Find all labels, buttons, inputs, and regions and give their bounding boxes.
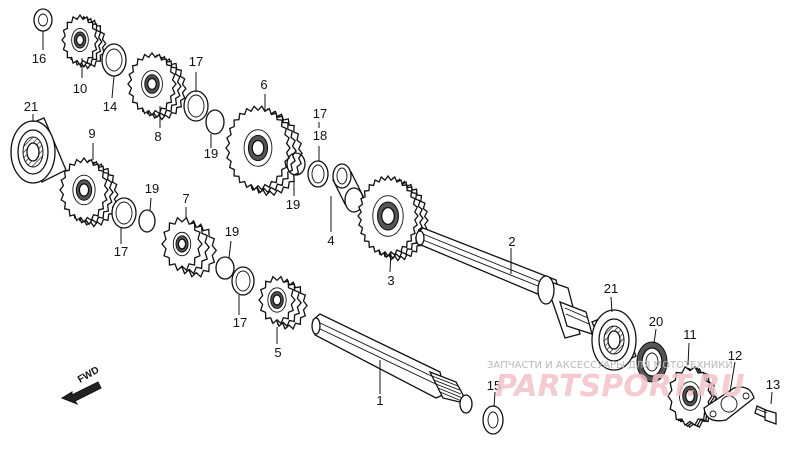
callout-14: 14 [103, 99, 117, 114]
part-19-snap-ring-left[interactable] [138, 209, 156, 233]
callout-17b: 17 [313, 106, 327, 121]
watermark: ЗАПЧАСТИ И АКСЕССУАРЫ ДЛЯ МОТОТЕХНИКИ PA… [487, 360, 745, 404]
callout-21b: 21 [604, 281, 618, 296]
callout-6: 6 [260, 77, 267, 92]
leader-lines [32, 31, 773, 408]
callout-20: 20 [649, 314, 663, 329]
callout-5: 5 [274, 345, 281, 360]
part-2-shaft[interactable] [415, 227, 593, 339]
callout-16: 16 [32, 51, 46, 66]
callout-19a: 19 [204, 146, 218, 161]
callout-10: 10 [73, 81, 87, 96]
callout-17c: 17 [114, 244, 128, 259]
part-8-gear[interactable] [127, 51, 187, 121]
part-10-gear[interactable] [61, 13, 107, 70]
part-19-snap-ring-top[interactable] [205, 109, 225, 135]
part-5-gear[interactable] [258, 275, 308, 331]
part-11-sprocket[interactable] [667, 365, 718, 429]
watermark-logo: PARTSPORT.RU [495, 369, 745, 404]
callout-21a: 21 [24, 99, 38, 114]
part-17-18-washer[interactable] [307, 160, 329, 188]
part-4-bushing[interactable] [332, 163, 364, 213]
part-17-washer-low[interactable] [231, 266, 255, 296]
part-1-shaft[interactable] [311, 313, 473, 414]
part-21-bearing-left[interactable] [10, 117, 67, 184]
callout-17d: 17 [233, 315, 247, 330]
part-16-washer[interactable] [33, 8, 53, 32]
watermark-caption: ЗАПЧАСТИ И АКСЕССУАРЫ ДЛЯ МОТОТЕХНИКИ [487, 360, 733, 371]
callout-18: 18 [313, 128, 327, 143]
part-15-washer[interactable] [482, 405, 504, 435]
part-7-gear[interactable] [161, 216, 218, 278]
callout-19d: 19 [225, 224, 239, 239]
callout-13: 13 [766, 377, 780, 392]
callout-9: 9 [88, 126, 95, 141]
callout-7: 7 [182, 191, 189, 206]
callout-8: 8 [154, 129, 161, 144]
callout-11: 11 [683, 327, 697, 342]
part-20-seal[interactable] [636, 341, 668, 383]
part-3-gear[interactable] [357, 174, 429, 262]
callout-19b: 19 [286, 197, 300, 212]
callout-12: 12 [728, 348, 742, 363]
part-19-snap-ring-mid[interactable] [286, 152, 306, 176]
callout-17a: 17 [189, 54, 203, 69]
part-9-gear[interactable] [59, 156, 119, 228]
callout-2: 2 [508, 234, 515, 249]
part-14-washer[interactable] [101, 43, 127, 77]
part-13-bolt[interactable] [754, 405, 777, 425]
callout-4: 4 [327, 233, 334, 248]
part-17-washer-top[interactable] [183, 90, 209, 122]
part-17-washer-left[interactable] [111, 197, 137, 229]
part-19-snap-ring-low[interactable] [215, 256, 235, 280]
part-12-plate[interactable] [703, 386, 755, 422]
callout-numbers: 1610148176192191718194197171917322152011… [24, 51, 780, 408]
callout-3: 3 [387, 273, 394, 288]
part-21-bearing-right[interactable] [591, 309, 637, 371]
fwd-arrow-icon: FWD [60, 365, 102, 406]
callout-1: 1 [376, 393, 383, 408]
callout-15: 15 [487, 378, 501, 393]
callout-19c: 19 [145, 181, 159, 196]
part-6-gear[interactable] [225, 105, 303, 197]
